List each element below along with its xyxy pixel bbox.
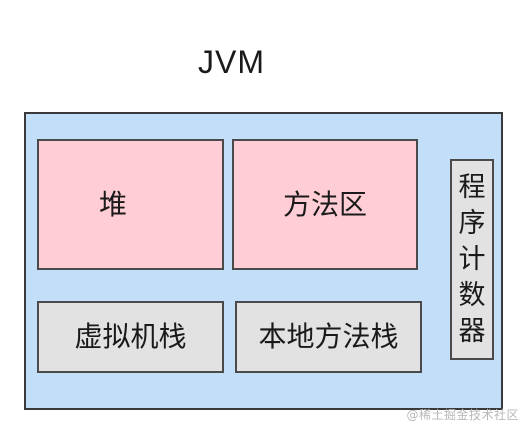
native-method-stack-area: 本地方法栈 (235, 301, 422, 373)
program-counter-area: 程 序 计 数 器 (450, 159, 494, 360)
program-counter-char: 程 (458, 172, 486, 203)
program-counter-char: 序 (458, 208, 486, 239)
vm-stack-area: 虚拟机栈 (37, 301, 224, 373)
heap-label: 堆 (99, 187, 128, 221)
method-area-label: 方法区 (282, 187, 367, 221)
program-counter-char: 数 (458, 280, 486, 311)
diagram-title: JVM (198, 44, 265, 80)
program-counter-char: 器 (458, 316, 486, 347)
watermark: @稀土掘金技术社区 (406, 408, 519, 422)
native-method-stack-label: 本地方法栈 (258, 320, 399, 353)
method-area: 方法区 (232, 139, 418, 270)
vm-stack-label: 虚拟机栈 (74, 320, 187, 353)
program-counter-char: 计 (458, 244, 486, 275)
heap-area: 堆 (37, 139, 224, 270)
